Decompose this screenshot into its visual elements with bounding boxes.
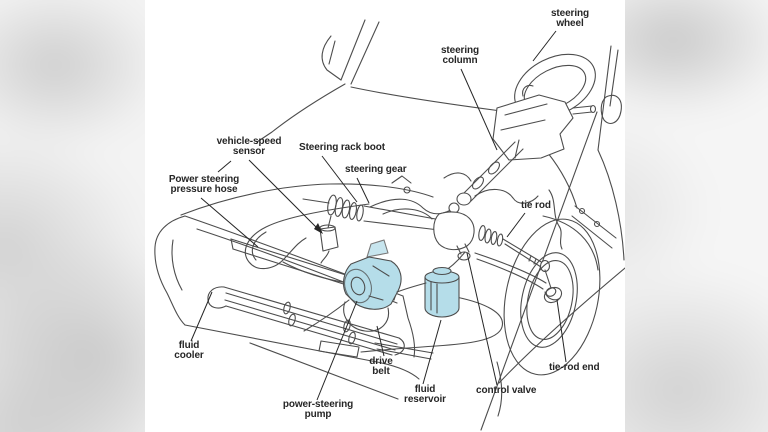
- label-fluid-cooler: fluid cooler: [174, 340, 204, 361]
- front-wheel-art: [491, 210, 614, 384]
- label-steering-rack-boot: Steering rack boot: [299, 142, 385, 153]
- label-control-valve: control valve: [476, 385, 537, 396]
- drive-belt-art: [344, 302, 389, 331]
- blurred-left-panel: [0, 0, 147, 432]
- label-drive-belt: drive belt: [369, 356, 393, 377]
- car-line-art: [145, 0, 625, 432]
- steering-column-art: [443, 85, 596, 218]
- label-steering-wheel: steering wheel: [550, 8, 590, 29]
- label-vehicle-speed-sensor: vehicle-speed sensor: [216, 136, 282, 157]
- power-steering-pump-part: [340, 240, 401, 309]
- leader-lines: [191, 31, 566, 400]
- label-power-steering-pump: power-steering pump: [282, 399, 354, 420]
- label-power-steering-pressure-hose: Power steering pressure hose: [168, 174, 240, 195]
- blurred-right-panel: [623, 0, 768, 432]
- fluid-cooler-art: [208, 287, 404, 355]
- diagram-area: steering wheel steering column vehicle-s…: [145, 0, 625, 432]
- blur-texture-right: [623, 0, 768, 432]
- label-fluid-reservoir: fluid reservoir: [404, 384, 446, 405]
- fluid-reservoir-part: [397, 268, 459, 318]
- steering-rack-art: [303, 194, 551, 288]
- label-steering-gear: steering gear: [345, 164, 407, 175]
- blur-texture-left: [0, 0, 147, 432]
- engine-detail-art: [319, 173, 616, 359]
- label-steering-column: steering column: [440, 45, 480, 66]
- car-body-outline: [181, 20, 625, 430]
- label-tie-rod-end: tie-rod end: [549, 362, 600, 373]
- label-tie-rod: tie rod: [521, 200, 551, 211]
